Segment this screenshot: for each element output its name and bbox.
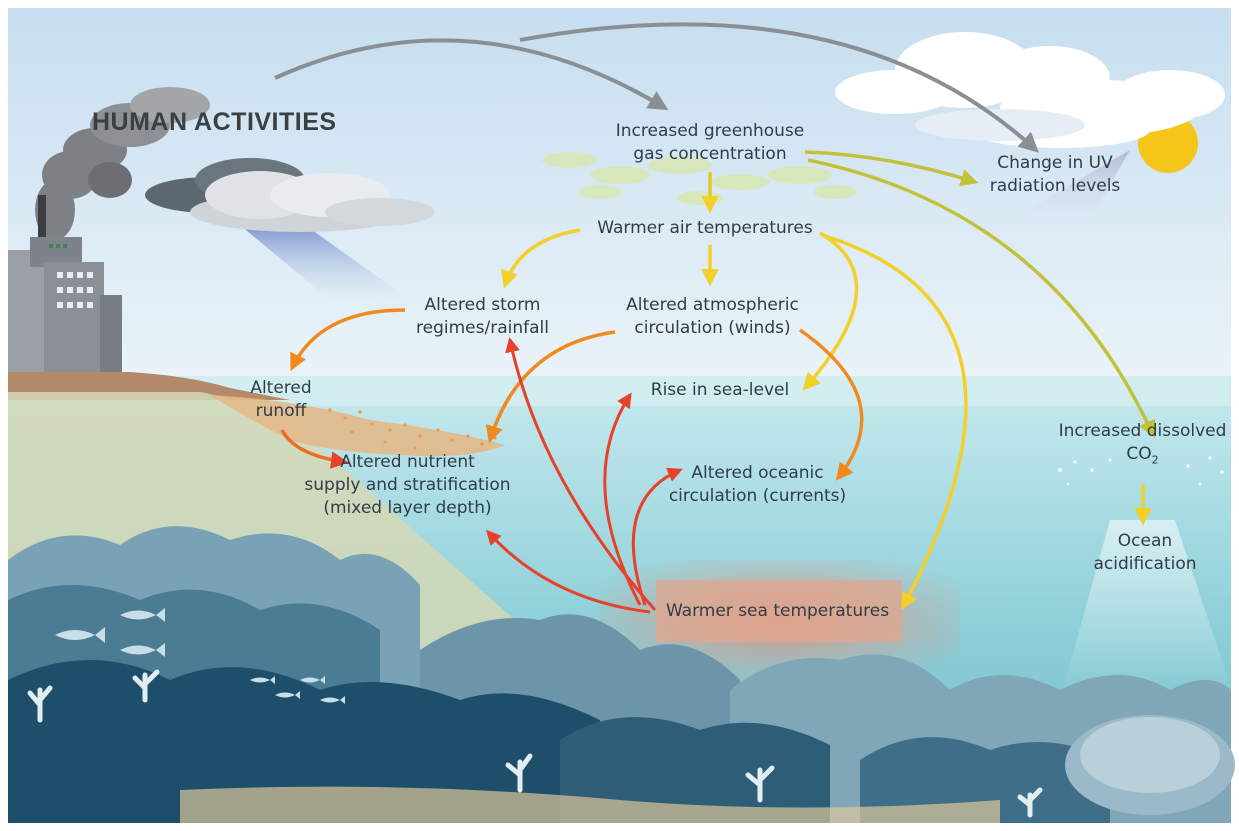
arrow-runoff-to-nutrient — [280, 429, 349, 469]
sediment-plume — [210, 395, 505, 457]
label-nutrient-supply: Altered nutrient supply and stratificati… — [304, 452, 511, 518]
label-atmospheric-circulation: Altered atmospheric circulation (winds) — [626, 295, 799, 338]
seafloor-reef — [8, 526, 1235, 823]
fish-icons — [55, 608, 345, 704]
arrow-storm-to-runoff — [290, 308, 406, 372]
label-warmer-sea: Warmer sea temperatures — [665, 601, 890, 621]
arrow-warmer-sea-to-oceanic — [631, 467, 683, 606]
label-storm-regimes: Altered storm regimes/rainfall — [416, 295, 549, 338]
arrow-warmer-air-to-storm — [501, 228, 581, 289]
arrow-warmer-air-to-warmer-sea — [824, 234, 968, 611]
co2-bubbles — [1058, 456, 1224, 486]
cloud-right-icon — [835, 32, 1225, 148]
label-uv-radiation: Change in UV radiation levels — [989, 153, 1121, 196]
label-oceanic-circulation: Altered oceanic circulation (currents) — [668, 463, 847, 506]
smoke-icon — [35, 87, 210, 240]
arrow-warmer-air-to-sea-level — [802, 231, 859, 391]
arrow-human-to-uv — [519, 22, 1039, 153]
label-sea-level: Rise in sea-level — [650, 380, 790, 400]
arrow-atmo-to-oceanic — [798, 328, 864, 481]
label-dissolved-co2: Increased dissolved CO2 — [1058, 421, 1227, 467]
label-warmer-air: Warmer air temperatures — [597, 218, 813, 238]
arrow-ghg-to-co2 — [807, 158, 1156, 439]
storm-cloud-icon — [145, 158, 435, 300]
warm-water-box — [656, 580, 902, 642]
arrow-warmer-sea-to-nutrient — [485, 529, 651, 614]
label-greenhouse-gas: Increased greenhouse gas concentration — [615, 121, 805, 164]
acidification-beam — [1060, 520, 1235, 700]
factory-icon — [8, 195, 122, 375]
arrow-warmer-sea-to-sea-level — [603, 392, 642, 606]
arrow-ghg-to-uv — [804, 150, 979, 187]
coral-icons — [27, 669, 1043, 818]
arrow-atmo-to-nutrient — [485, 330, 616, 444]
label-runoff: Altered runoff — [250, 378, 312, 421]
label-ocean-acidification: Ocean acidification — [1093, 531, 1197, 574]
arrow-human-to-ghg — [274, 38, 669, 111]
diagram-title: HUMAN ACTIVITIES — [92, 108, 337, 136]
